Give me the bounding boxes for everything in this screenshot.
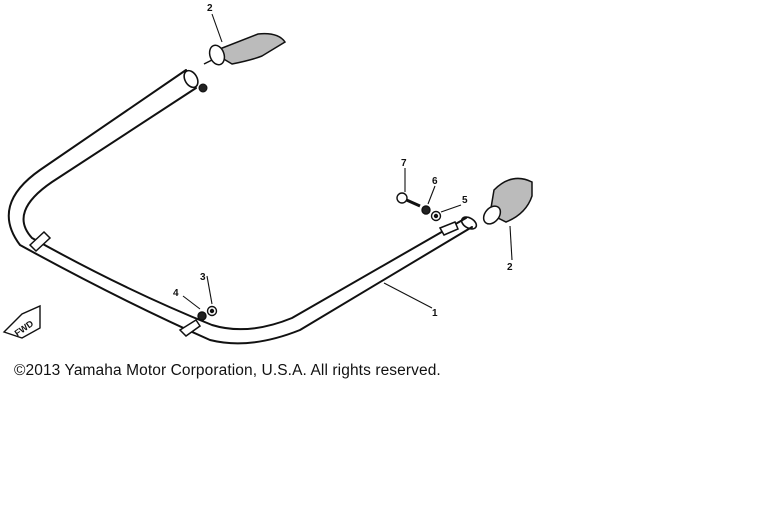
callout-4: 4 — [173, 288, 179, 299]
grip-right — [482, 177, 533, 225]
grip-top — [203, 32, 287, 66]
copyright-notice: ©2013 Yamaha Motor Corporation, U.S.A. A… — [14, 362, 441, 379]
hardware-lower — [197, 305, 218, 321]
callout-6: 6 — [432, 176, 438, 187]
bolt-top — [198, 83, 208, 93]
hardware-right — [396, 192, 442, 222]
bumper-rail — [7, 69, 478, 345]
callout-7: 7 — [401, 158, 407, 169]
front-direction-marker: FWD — [2, 304, 41, 339]
leader-lines — [182, 13, 513, 310]
callout-3: 3 — [200, 272, 206, 283]
callout-5: 5 — [462, 195, 468, 206]
bracket-tabs — [28, 221, 459, 337]
callout-1: 1 — [432, 308, 438, 319]
callout-2-top: 2 — [207, 3, 213, 14]
parts-diagram: 2 2 7 6 5 3 4 1 FWD — [2, 3, 533, 345]
callout-2-right: 2 — [507, 262, 513, 273]
